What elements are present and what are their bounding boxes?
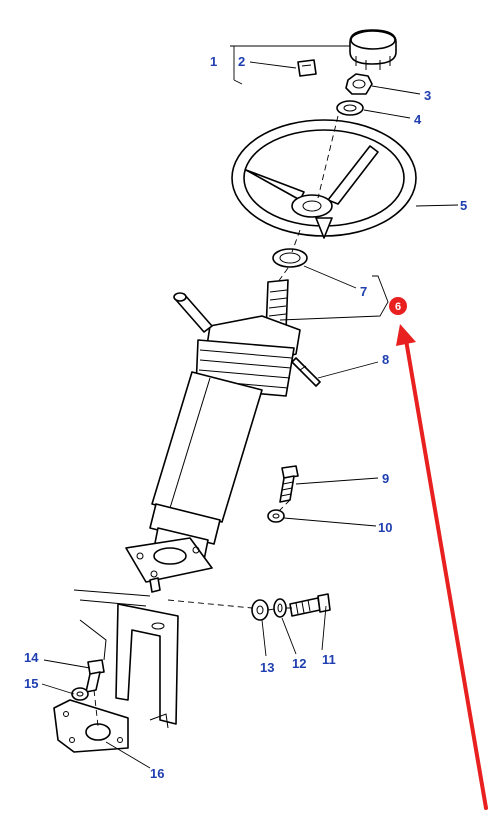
bolt-9 xyxy=(279,465,299,503)
callout-12: 12 xyxy=(292,656,306,671)
callout-3: 3 xyxy=(424,88,431,103)
washer-12 xyxy=(273,598,287,618)
callout-7: 7 xyxy=(360,284,367,299)
callout-15: 15 xyxy=(24,676,38,691)
nut-13 xyxy=(251,599,269,621)
callout-9: 9 xyxy=(382,471,389,486)
assembly-lines xyxy=(93,115,339,727)
nut xyxy=(345,73,373,95)
washer-15 xyxy=(71,687,89,701)
washer-10 xyxy=(267,509,285,523)
callout-13: 13 xyxy=(260,660,274,675)
steering-wheel xyxy=(231,119,417,239)
steering-column-assembly xyxy=(125,279,301,593)
pin xyxy=(291,357,321,387)
callout-1: 1 xyxy=(210,54,217,69)
callout-5: 5 xyxy=(460,198,467,213)
callouts: 1 2 3 4 5 7 8 9 10 11 12 13 14 15 16 xyxy=(24,54,467,781)
highlight-badge xyxy=(389,297,407,315)
callout-6: 6 xyxy=(395,301,401,313)
steering-wheel-cap xyxy=(349,29,397,70)
callout-4: 4 xyxy=(414,112,422,127)
bolt-11 xyxy=(289,593,331,617)
mounting-plate xyxy=(53,699,129,753)
washer-4 xyxy=(336,100,364,116)
callout-11: 11 xyxy=(322,652,336,667)
callout-10: 10 xyxy=(378,520,392,535)
callout-8: 8 xyxy=(382,352,389,367)
bolt-14 xyxy=(85,659,105,693)
o-ring xyxy=(272,248,308,268)
callout-16: 16 xyxy=(150,766,164,781)
callout-2: 2 xyxy=(238,54,245,69)
clip xyxy=(297,59,317,77)
red-arrow xyxy=(396,324,488,810)
highlight-callout-6: 6 xyxy=(389,297,407,315)
support-bracket xyxy=(73,589,179,729)
leader-lines xyxy=(41,45,459,769)
callout-14: 14 xyxy=(24,650,39,665)
